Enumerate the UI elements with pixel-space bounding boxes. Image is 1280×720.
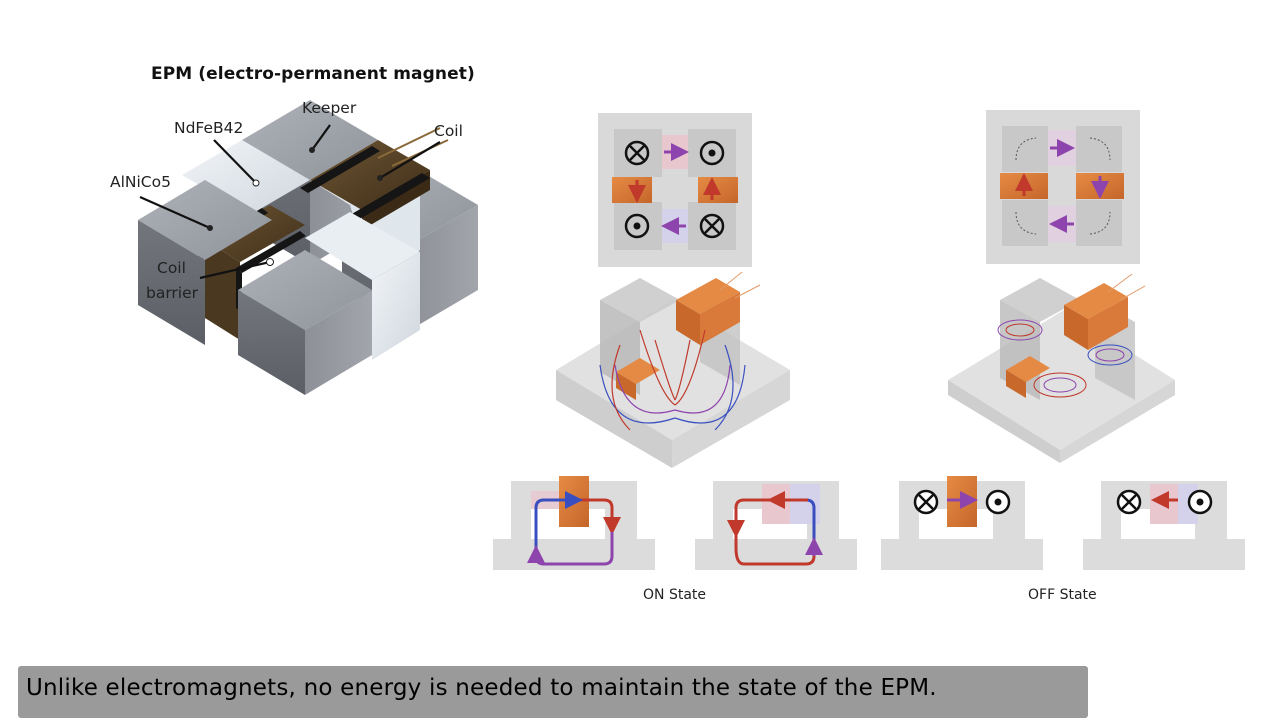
keeper-front (238, 250, 372, 395)
alnico-magnet (305, 212, 420, 360)
on-section-2 (695, 481, 857, 570)
label-coil: Coil (434, 122, 463, 140)
label-coil-barrier-2: barrier (146, 284, 199, 302)
on-top-view (598, 113, 752, 267)
label-keeper: Keeper (302, 99, 357, 117)
on-section-1 (493, 476, 655, 570)
current-out-icon (985, 489, 1011, 515)
current-out-icon (699, 140, 725, 166)
off-3d-view (948, 273, 1175, 463)
coil-right (300, 127, 449, 230)
current-into-icon (913, 489, 939, 515)
current-out-icon (624, 213, 650, 239)
off-section-2 (1083, 481, 1245, 570)
off-top-view (986, 110, 1140, 264)
leader-lines (139, 124, 441, 280)
off-section-1 (881, 476, 1043, 570)
current-into-icon (699, 213, 725, 239)
current-out-icon (1187, 489, 1213, 515)
on-3d-view (556, 271, 790, 468)
caption-text: Unlike electromagnets, no energy is need… (26, 675, 937, 701)
off-state-label: OFF State (1028, 587, 1097, 603)
current-into-icon (624, 140, 650, 166)
on-state-label: ON State (643, 587, 706, 603)
label-coil-barrier-1: Coil (157, 259, 186, 277)
current-into-icon (1116, 489, 1142, 515)
figure-title: EPM (electro-permanent magnet) (151, 64, 475, 84)
label-ndfeb: NdFeB42 (174, 119, 244, 137)
caption-box: Unlike electromagnets, no energy is need… (18, 666, 1088, 718)
keeper-front-left (138, 180, 272, 345)
label-alnico: AlNiCo5 (110, 173, 171, 191)
